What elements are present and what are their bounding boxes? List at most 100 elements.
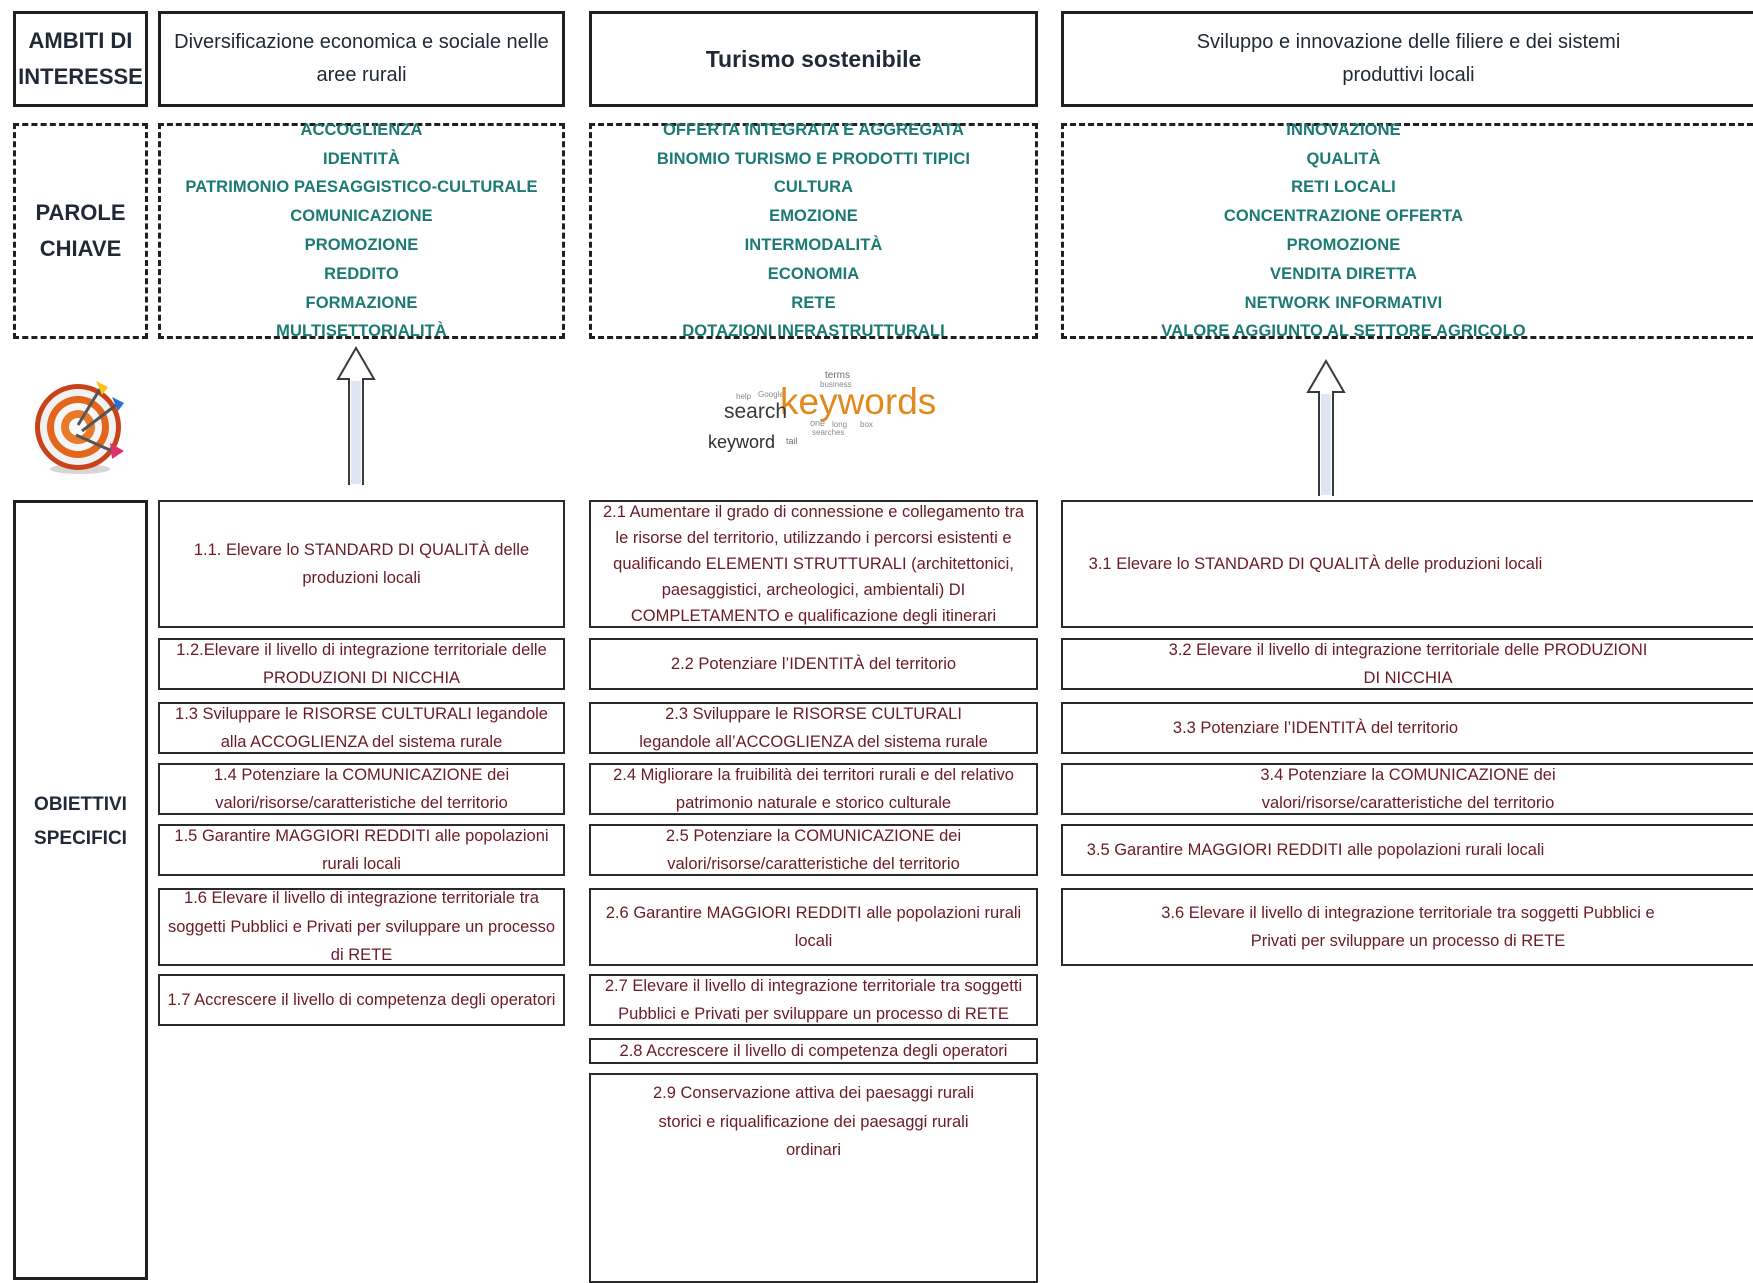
objective-1-3: 1.3 Sviluppare le RISORSE CULTURALI lega…	[158, 702, 565, 754]
keyword: IDENTITÀ	[323, 149, 400, 168]
keyword: MULTISETTORIALITÀ	[276, 322, 447, 341]
keyword: QUALITÀ	[1306, 149, 1381, 168]
parole-chiave-label-line-1: PAROLE	[35, 200, 126, 225]
objective-3-5: 3.5 Garantire MAGGIORI REDDITI alle popo…	[1061, 824, 1753, 876]
objective-text: 2.6 Garantire MAGGIORI REDDITI alle popo…	[605, 903, 1022, 951]
objective-1-6: 1.6 Elevare il livello di integrazione t…	[158, 888, 565, 966]
objective-text: 1.3 Sviluppare le RISORSE CULTURALI lega…	[175, 704, 548, 752]
objective-2-8: 2.8 Accrescere il livello di competenza …	[589, 1038, 1038, 1064]
column-3-keywords: INNOVAZIONE QUALITÀ RETI LOCALI CONCENTR…	[1061, 121, 1753, 340]
keyword: FORMAZIONE	[305, 293, 418, 312]
objective-text: 2.8 Accrescere il livello di competenza …	[619, 1042, 1008, 1060]
objective-text: 2.9 Conservazione attiva dei paesaggi ru…	[652, 1084, 975, 1159]
objective-text: 3.1 Elevare lo STANDARD DI QUALITÀ delle…	[1088, 554, 1543, 573]
up-arrow-icon	[336, 346, 376, 485]
objective-1-7: 1.7 Accrescere il livello di competenza …	[158, 974, 565, 1026]
keyword: CONCENTRAZIONE OFFERTA	[1223, 207, 1464, 226]
objective-2-3: 2.3 Sviluppare le RISORSE CULTURALI lega…	[589, 702, 1038, 754]
objective-text: 2.7 Elevare il livello di integrazione t…	[604, 976, 1023, 1024]
objective-text: 1.7 Accrescere il livello di competenza …	[167, 990, 556, 1009]
parole-chiave-label-box: PAROLE CHIAVE	[13, 123, 148, 339]
objective-2-4: 2.4 Migliorare la fruibilità dei territo…	[589, 763, 1038, 815]
keyword: BINOMIO TURISMO E PRODOTTI TIPICI	[656, 149, 971, 168]
objective-3-6: 3.6 Elevare il livello di integrazione t…	[1061, 888, 1753, 966]
objective-text: 2.3 Sviluppare le RISORSE CULTURALI lega…	[639, 704, 988, 752]
objective-text: 1.5 Garantire MAGGIORI REDDITI alle popo…	[174, 826, 549, 874]
objective-3-1: 3.1 Elevare lo STANDARD DI QUALITÀ delle…	[1061, 500, 1753, 628]
objective-1-4: 1.4 Potenziare la COMUNICAZIONE dei valo…	[158, 763, 565, 815]
parole-chiave-label-line-2: CHIAVE	[39, 236, 122, 261]
objective-3-4: 3.4 Potenziare la COMUNICAZIONE dei valo…	[1061, 763, 1753, 815]
keyword-cloud-word: tail	[786, 436, 798, 446]
keyword: PROMOZIONE	[1286, 236, 1401, 254]
column-3-heading-box: Sviluppo e innovazione delle filiere e d…	[1061, 11, 1753, 107]
keyword: INTERMODALITÀ	[744, 236, 883, 254]
keyword: COMUNICAZIONE	[290, 207, 433, 226]
column-2-heading-box: Turismo sostenibile	[589, 11, 1038, 107]
objective-text: 3.4 Potenziare la COMUNICAZIONE dei valo…	[1260, 765, 1556, 813]
objective-text: 1.6 Elevare il livello di integrazione t…	[167, 889, 556, 965]
keyword-cloud-word: search	[724, 400, 788, 423]
objective-text: 2.2 Potenziare l’IDENTITÀ del territorio	[670, 654, 957, 673]
obiettivi-label-line-2: SPECIFICI	[34, 828, 127, 849]
keyword: INNOVAZIONE	[1286, 120, 1401, 139]
objective-2-5: 2.5 Potenziare la COMUNICAZIONE dei valo…	[589, 824, 1038, 876]
keyword: RETI LOCALI	[1291, 178, 1396, 197]
keyword: EMOZIONE	[769, 207, 858, 226]
keyword-cloud-word: terms	[825, 370, 850, 381]
keyword-cloud-image: keywords search keyword terms business h…	[700, 362, 948, 462]
target-with-darts-icon	[35, 381, 124, 474]
ambiti-label-box: AMBITI DI INTERESSE	[13, 11, 148, 107]
objective-2-7: 2.7 Elevare il livello di integrazione t…	[589, 974, 1038, 1026]
objective-text: 1.1. Elevare lo STANDARD DI QUALITÀ dell…	[193, 540, 530, 588]
keyword: PROMOZIONE	[304, 236, 419, 254]
obiettivi-label-box: OBIETTIVI SPECIFICI	[13, 500, 148, 1280]
objective-text: 3.2 Elevare il livello di integrazione t…	[1168, 640, 1648, 688]
keyword-cloud-main-word: keywords	[780, 381, 937, 422]
objective-text: 1.4 Potenziare la COMUNICAZIONE dei valo…	[213, 765, 510, 813]
objective-3-3: 3.3 Potenziare l’IDENTITÀ del territorio	[1061, 702, 1753, 754]
keyword: OFFERTA INTEGRATA E AGGREGATA	[662, 120, 965, 139]
objective-2-1: 2.1 Aumentare il grado di connessione e …	[589, 500, 1038, 628]
keyword-cloud-word: one	[810, 418, 826, 428]
keyword: RETE	[791, 293, 836, 312]
keyword: VENDITA DIRETTA	[1270, 264, 1417, 283]
keyword: VALORE AGGIUNTO AL SETTORE AGRICOLO	[1161, 322, 1526, 341]
keyword-cloud-word: keyword	[708, 432, 776, 452]
keyword: CULTURA	[773, 178, 854, 197]
keyword-cloud-word: business	[820, 380, 852, 389]
column-2-keywords: OFFERTA INTEGRATA E AGGREGATA BINOMIO TU…	[589, 121, 1038, 340]
column-1-heading-box: Diversificazione economica e sociale nel…	[158, 11, 565, 107]
objective-2-6: 2.6 Garantire MAGGIORI REDDITI alle popo…	[589, 888, 1038, 966]
column-3-heading: Sviluppo e innovazione delle filiere e d…	[1196, 31, 1621, 86]
keyword-cloud-word: searches	[812, 428, 845, 437]
keyword-cloud-word: Google	[758, 390, 784, 399]
objective-3-2: 3.2 Elevare il livello di integrazione t…	[1061, 638, 1753, 690]
objective-1-2: 1.2.Elevare il livello di integrazione t…	[158, 638, 565, 690]
column-2-heading: Turismo sostenibile	[705, 45, 922, 72]
keyword: ECONOMIA	[767, 264, 860, 283]
keyword: PATRIMONIO PAESAGGISTICO-CULTURALE	[185, 178, 538, 197]
keyword-cloud-word: long	[832, 420, 848, 429]
keyword: REDDITO	[324, 264, 399, 283]
column-1-heading: Diversificazione economica e sociale nel…	[174, 31, 549, 86]
ambiti-label: AMBITI DI INTERESSE	[18, 28, 143, 89]
objective-2-9: 2.9 Conservazione attiva dei paesaggi ru…	[589, 1073, 1038, 1283]
obiettivi-label-line-1: OBIETTIVI	[34, 794, 127, 815]
column-1-keywords: ACCOGLIENZA IDENTITÀ PATRIMONIO PAESAGGI…	[158, 121, 565, 340]
objective-text: 2.4 Migliorare la fruibilità dei territo…	[613, 765, 1014, 813]
keyword: NETWORK INFORMATIVI	[1244, 293, 1443, 312]
objective-1-1: 1.1. Elevare lo STANDARD DI QUALITÀ dell…	[158, 500, 565, 628]
objective-text: 3.5 Garantire MAGGIORI REDDITI alle popo…	[1086, 840, 1545, 859]
keyword: DOTAZIONI INFRASTRUTTURALI	[682, 322, 945, 341]
keyword-cloud-word: help	[736, 392, 752, 401]
objective-text: 1.2.Elevare il livello di integrazione t…	[176, 640, 547, 688]
up-arrow-icon	[1306, 359, 1346, 496]
keyword-cloud-word: box	[860, 420, 873, 429]
objective-text: 3.6 Elevare il livello di integrazione t…	[1161, 903, 1655, 951]
objective-text: 3.3 Potenziare l’IDENTITÀ del territorio	[1172, 718, 1459, 737]
objective-1-5: 1.5 Garantire MAGGIORI REDDITI alle popo…	[158, 824, 565, 876]
objective-2-2: 2.2 Potenziare l’IDENTITÀ del territorio	[589, 638, 1038, 690]
objective-text: 2.5 Potenziare la COMUNICAZIONE dei valo…	[665, 826, 962, 874]
objective-text: 2.1 Aumentare il grado di connessione e …	[602, 503, 1025, 625]
